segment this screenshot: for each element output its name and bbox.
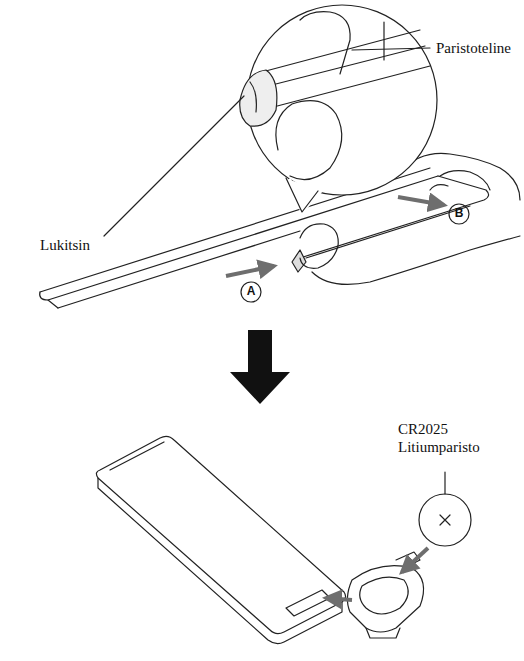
part-name: Lukitsin [40,236,120,254]
part-name: Paristoteline [436,39,522,57]
battery-type: CR2025 Litiumparisto [398,420,510,456]
callout-letter: A [241,284,261,298]
callout-letter: B [449,206,469,220]
